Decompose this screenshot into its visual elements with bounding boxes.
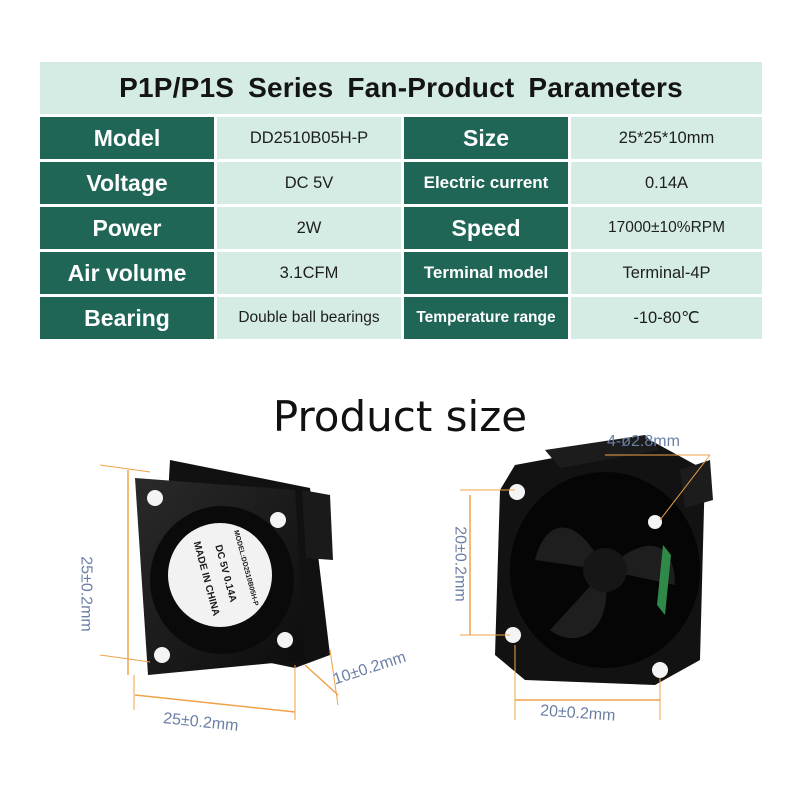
mount-hole-icon xyxy=(154,647,170,663)
spec-table: P1P/P1S Series Fan-Product Parameters Mo… xyxy=(40,62,762,340)
value-temperature-range: -10-80℃ xyxy=(571,297,762,339)
dim-back-holes: 4-ø2.8mm xyxy=(607,433,680,450)
label-size: Size xyxy=(404,117,568,159)
label-power: Power xyxy=(40,207,214,249)
value-model: DD2510B05H-P xyxy=(217,117,401,159)
label-terminal-model: Terminal model xyxy=(404,252,568,294)
label-electric-current: Electric current xyxy=(404,162,568,204)
value-bearing: Double ball bearings xyxy=(217,297,401,339)
mount-hole-icon xyxy=(270,512,286,528)
label-model: Model xyxy=(40,117,214,159)
label-air-volume: Air volume xyxy=(40,252,214,294)
table-row: Bearing Double ball bearings Temperature… xyxy=(40,297,762,339)
section-heading: Product size xyxy=(272,392,528,441)
value-power: 2W xyxy=(217,207,401,249)
table-row: Model DD2510B05H-P Size 25*25*10mm xyxy=(40,117,762,159)
value-electric-current: 0.14A xyxy=(571,162,762,204)
table-title: P1P/P1S Series Fan-Product Parameters xyxy=(40,62,762,114)
dim-back-hole-height: 20±0.2mm xyxy=(451,526,469,602)
value-terminal-model: Terminal-4P xyxy=(571,252,762,294)
table-row: Voltage DC 5V Electric current 0.14A xyxy=(40,162,762,204)
mount-hole-icon xyxy=(277,632,293,648)
fan-front-image: MODEL:DD2510B05H-P DC 5V 0.14A MADE IN C… xyxy=(99,460,339,720)
value-air-volume: 3.1CFM xyxy=(217,252,401,294)
value-voltage: DC 5V xyxy=(217,162,401,204)
mount-hole-icon xyxy=(147,490,163,506)
table-row: Air volume 3.1CFM Terminal model Termina… xyxy=(40,252,762,294)
dim-front-height: 25±0.2mm xyxy=(77,556,95,632)
fan-back-image xyxy=(460,435,713,720)
mount-hole-icon xyxy=(505,627,521,643)
value-speed: 17000±10%RPM xyxy=(571,207,762,249)
mount-hole-icon xyxy=(509,484,525,500)
value-size: 25*25*10mm xyxy=(571,117,762,159)
label-bearing: Bearing xyxy=(40,297,214,339)
table-row: Power 2W Speed 17000±10%RPM xyxy=(40,207,762,249)
label-speed: Speed xyxy=(404,207,568,249)
mount-hole-icon xyxy=(652,662,668,678)
label-temperature-range: Temperature range xyxy=(404,297,568,339)
mount-hole-icon xyxy=(648,515,662,529)
fan-sticker xyxy=(168,523,272,627)
label-voltage: Voltage xyxy=(40,162,214,204)
